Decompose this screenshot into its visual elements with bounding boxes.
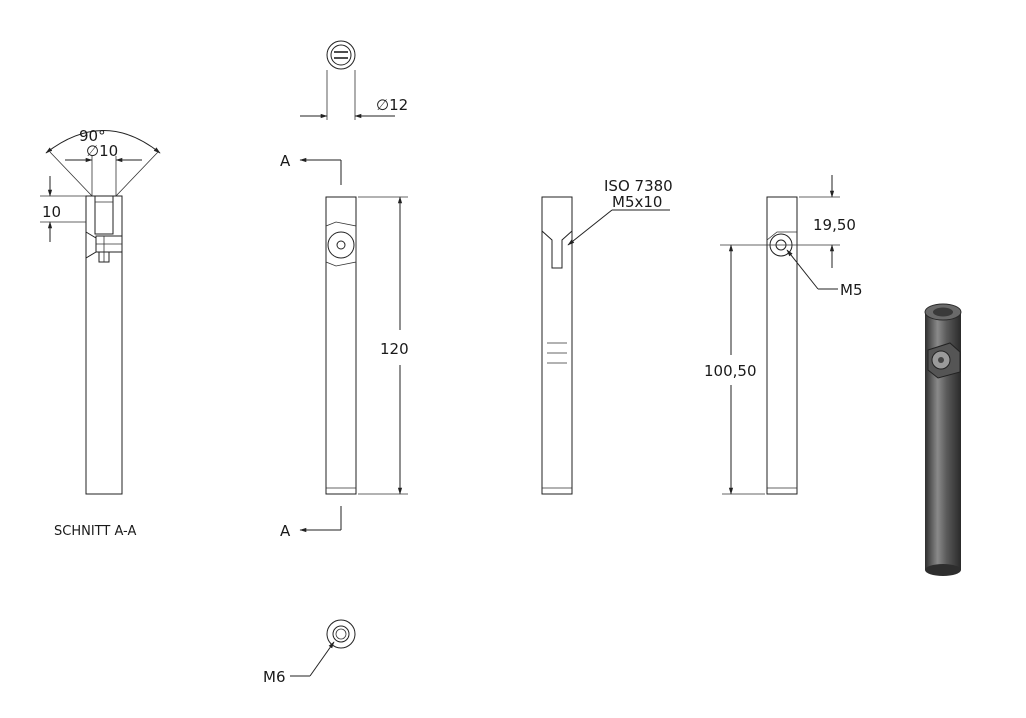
length-label: 120: [380, 340, 409, 358]
side-rod: [541, 196, 573, 495]
bottom-view: M6: [263, 619, 356, 686]
cut-label-top: A: [280, 152, 291, 170]
screw-spec-line2: M5x10: [612, 193, 662, 211]
screw-head-section: [85, 231, 97, 259]
right-view: 19,50 M5 100,50: [704, 175, 863, 495]
section-title: SCHNITT A-A: [54, 524, 136, 539]
screw-spec-line1: ISO 7380: [604, 177, 673, 195]
side-view: ISO 7380 M5x10: [541, 177, 673, 495]
angle-arc: [45, 130, 161, 154]
m5-thread-label: M5: [840, 281, 863, 299]
screw-head: [327, 231, 355, 259]
section-view: 90° ∅10 10 SCHNITT A-A: [40, 127, 161, 539]
top-view: ∅12: [300, 40, 408, 120]
offset-bottom-label: 100,50: [704, 362, 757, 380]
front-view: A A 120: [280, 152, 409, 540]
isometric-view: [924, 303, 962, 576]
offset-top-label: 19,50: [813, 216, 856, 234]
bore-depth-label: 10: [42, 203, 61, 221]
bottom-view-circle: [326, 619, 356, 649]
cut-label-bottom: A: [280, 522, 291, 540]
bore-diameter-label: ∅10: [86, 142, 118, 160]
angle-label: 90°: [79, 127, 106, 145]
top-diameter-label: ∅12: [376, 96, 408, 114]
bore-cavity: [94, 195, 114, 235]
screw-slot: [541, 230, 573, 269]
m6-thread-label: M6: [263, 668, 286, 686]
